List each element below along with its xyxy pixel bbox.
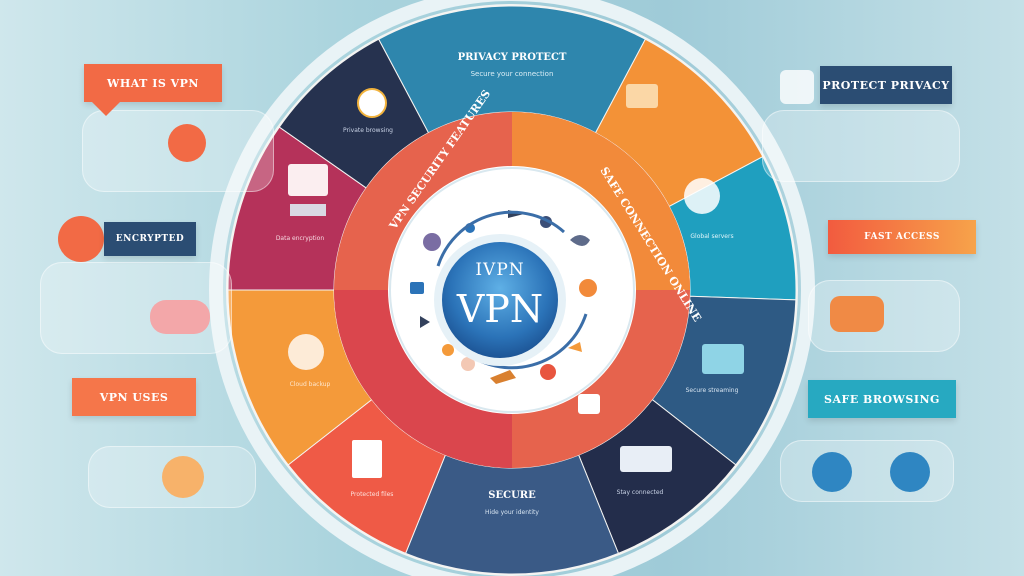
wifi-icon <box>568 342 582 352</box>
laptop-icon <box>626 84 658 108</box>
banner-bottom-right: SAFE BROWSING <box>808 380 956 418</box>
segment-bottom-sub: Hide your identity <box>485 509 539 516</box>
panel-top-right <box>762 110 960 182</box>
inner-ring-arc-right <box>512 112 690 290</box>
banner-bottom-left: VPN USES <box>72 378 196 416</box>
segment-bottom-left-sub: Protected files <box>351 491 394 498</box>
banner-top-right: PROTECT PRIVACY <box>820 66 952 104</box>
dove-icon <box>570 235 590 246</box>
segment-right-lower-sub: Secure streaming <box>686 387 739 394</box>
key-icon <box>442 344 454 356</box>
outer-halo-ring <box>209 0 815 576</box>
banner-top-left: WHAT IS VPN <box>84 64 222 102</box>
segment-top-left <box>278 38 430 189</box>
segment-left-lower-sub: Cloud backup <box>290 381 331 388</box>
monitor-icon <box>288 164 328 196</box>
cloud-segment-icon <box>288 334 324 370</box>
shop-icon <box>58 216 104 262</box>
guitar-icon <box>490 370 516 384</box>
globe-small-icon <box>461 357 475 371</box>
cloud-icon <box>423 233 441 251</box>
globe-icon <box>684 178 720 214</box>
icon-ring-border <box>389 167 635 413</box>
icon-ring-icons <box>410 210 597 384</box>
inner-ring-arc-bottom <box>334 290 512 468</box>
server-rack-icon <box>702 344 744 374</box>
user-icon <box>579 279 597 297</box>
mouse-icon <box>150 300 210 334</box>
segment-icons <box>288 84 744 478</box>
padlock-icon <box>357 88 387 118</box>
rocket-icon <box>830 296 884 332</box>
segment-top-sub: Secure your connection <box>471 70 554 78</box>
banner-top-left-tail <box>92 102 120 116</box>
segment-right-upper-sub: Global servers <box>690 233 733 240</box>
router-icon <box>620 446 672 472</box>
vpn-hub <box>442 242 558 358</box>
heart-icon <box>168 124 206 162</box>
segment-bottom-heading: SECURE <box>488 490 536 501</box>
laptop-user-icon <box>890 452 930 492</box>
shield-small-icon <box>540 364 556 380</box>
coin-icon <box>162 456 204 498</box>
orbit-arc-top <box>436 210 565 267</box>
keyboard-icon <box>290 204 326 216</box>
banner-mid-left: ENCRYPTED <box>104 222 196 256</box>
document-icon <box>352 440 382 478</box>
hub-prefix: IVPN <box>475 260 524 280</box>
segment-bottom-right-sub: Stay connected <box>617 489 664 496</box>
doc-icon <box>780 70 814 104</box>
bird-icon <box>420 316 430 328</box>
shield-segment-icon <box>578 394 600 414</box>
segment-left-upper-sub: Data encryption <box>276 235 325 242</box>
hub-label: VPN <box>456 287 543 331</box>
segment-top-heading: PRIVACY PROTECT <box>458 52 567 63</box>
banner-mid-right: FAST ACCESS <box>828 220 976 254</box>
panel-mid-right <box>808 280 960 352</box>
segment-top-left-sub: Private browsing <box>343 127 393 134</box>
server-icon <box>410 282 424 294</box>
person-icon <box>812 452 852 492</box>
